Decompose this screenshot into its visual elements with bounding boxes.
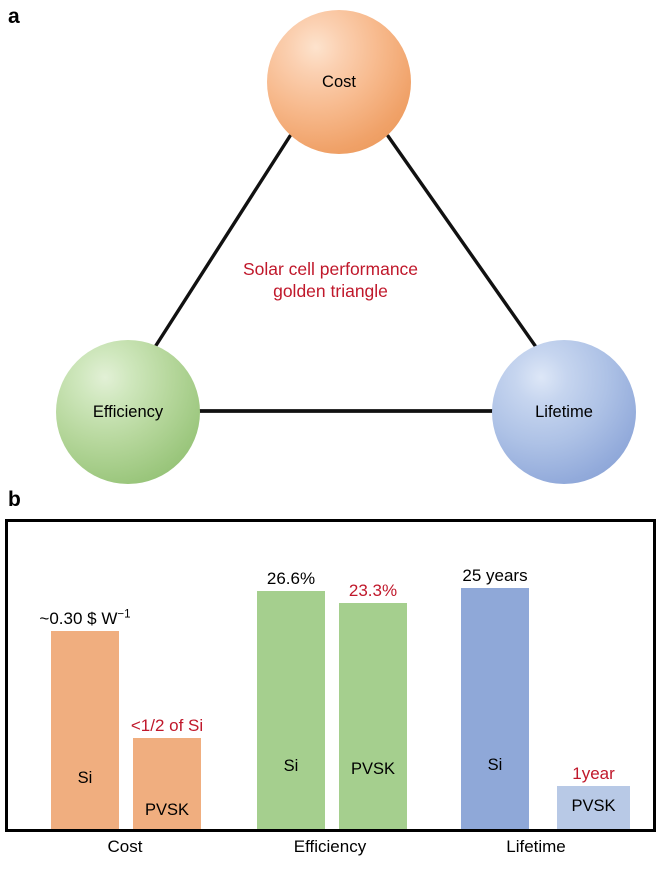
edge-cost-lifetime <box>386 134 538 349</box>
caption-line-1: Solar cell performance <box>242 259 419 279</box>
node-circle-cost[interactable]: Cost <box>267 10 411 154</box>
bar-inner-label: PVSK <box>144 801 190 819</box>
category-label-lifetime: Lifetime <box>506 837 566 856</box>
panel-b-label: b <box>8 488 21 511</box>
value-label-cost-si: ~0.30 $ W−1 <box>39 608 131 628</box>
triangle-center-caption: Solar cell performance golden triangle <box>0 258 661 302</box>
node-circle-lifetime[interactable]: Lifetime <box>492 340 636 484</box>
bar-lifetime-si[interactable]: Si <box>461 588 529 829</box>
bar-inner-label: Si <box>487 756 503 774</box>
bar-efficiency-si[interactable]: Si <box>257 591 325 829</box>
triangle-edges <box>153 134 538 413</box>
bar-inner-label: PVSK <box>350 760 396 778</box>
bar-inner-label: Si <box>283 757 299 775</box>
bar-cost-si[interactable]: Si <box>51 631 119 829</box>
bar-efficiency-pvsk[interactable]: PVSK <box>339 603 407 829</box>
bar-inner-label: PVSK <box>571 797 616 815</box>
value-label-cost-pvsk: <1/2 of Si <box>130 716 204 735</box>
node-label-efficiency: Efficiency <box>92 402 164 421</box>
caption-line-2: golden triangle <box>273 281 388 301</box>
bar-inner-label: Si <box>77 769 93 787</box>
value-label-lifetime-pvsk: 1year <box>572 764 615 783</box>
node-label-cost: Cost <box>322 72 356 91</box>
bar-cost-pvsk[interactable]: PVSK <box>133 738 201 829</box>
value-label-efficiency-si: 26.6% <box>266 569 316 588</box>
edge-cost-efficiency <box>153 134 292 349</box>
category-label-efficiency: Efficiency <box>293 837 367 856</box>
panel-a-label: a <box>8 5 20 28</box>
value-label-superscript: −1 <box>117 608 131 621</box>
node-circle-efficiency[interactable]: Efficiency <box>56 340 200 484</box>
value-label-efficiency-pvsk: 23.3% <box>348 581 398 600</box>
node-label-lifetime: Lifetime <box>535 402 593 421</box>
value-label-lifetime-si: 25 years <box>462 566 528 585</box>
category-label-cost: Cost <box>107 837 143 856</box>
bar-lifetime-pvsk[interactable]: PVSK <box>557 786 630 829</box>
panel-a-triangle-diagram: a Cost Efficiency Lifetime Solar cell pe… <box>0 5 661 484</box>
